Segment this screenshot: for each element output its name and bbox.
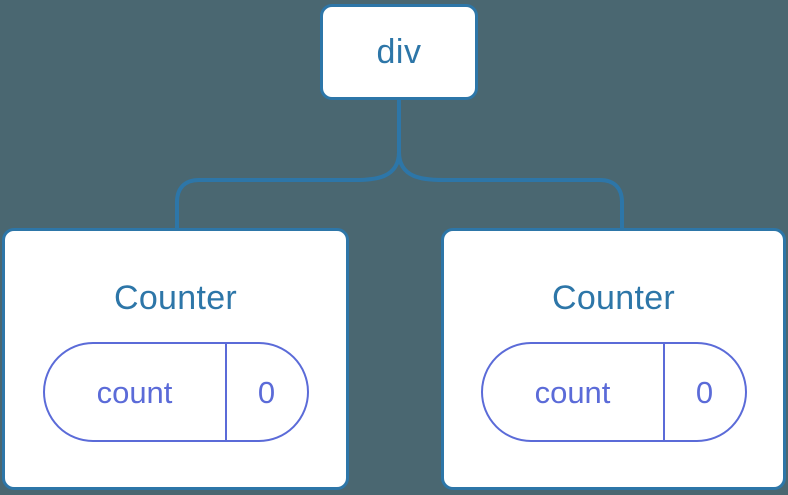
node-counter-right-label: Counter (551, 279, 676, 317)
state-pill-left: count 0 (42, 342, 309, 442)
connector-branch-right (397, 151, 624, 228)
state-pill-right: count 0 (480, 342, 747, 442)
state-value-right: 0 (695, 374, 714, 410)
connector-branch-left (175, 151, 401, 228)
node-counter-right[interactable]: Counter count 0 (441, 228, 786, 490)
node-counter-left[interactable]: Counter count 0 (2, 228, 349, 490)
state-key-right: count (483, 344, 665, 440)
state-key-left: count (45, 344, 227, 440)
node-counter-left-label: Counter (113, 279, 238, 317)
node-div-label: div (376, 33, 422, 71)
state-value-left: 0 (257, 374, 276, 410)
node-div[interactable]: div (320, 4, 478, 100)
